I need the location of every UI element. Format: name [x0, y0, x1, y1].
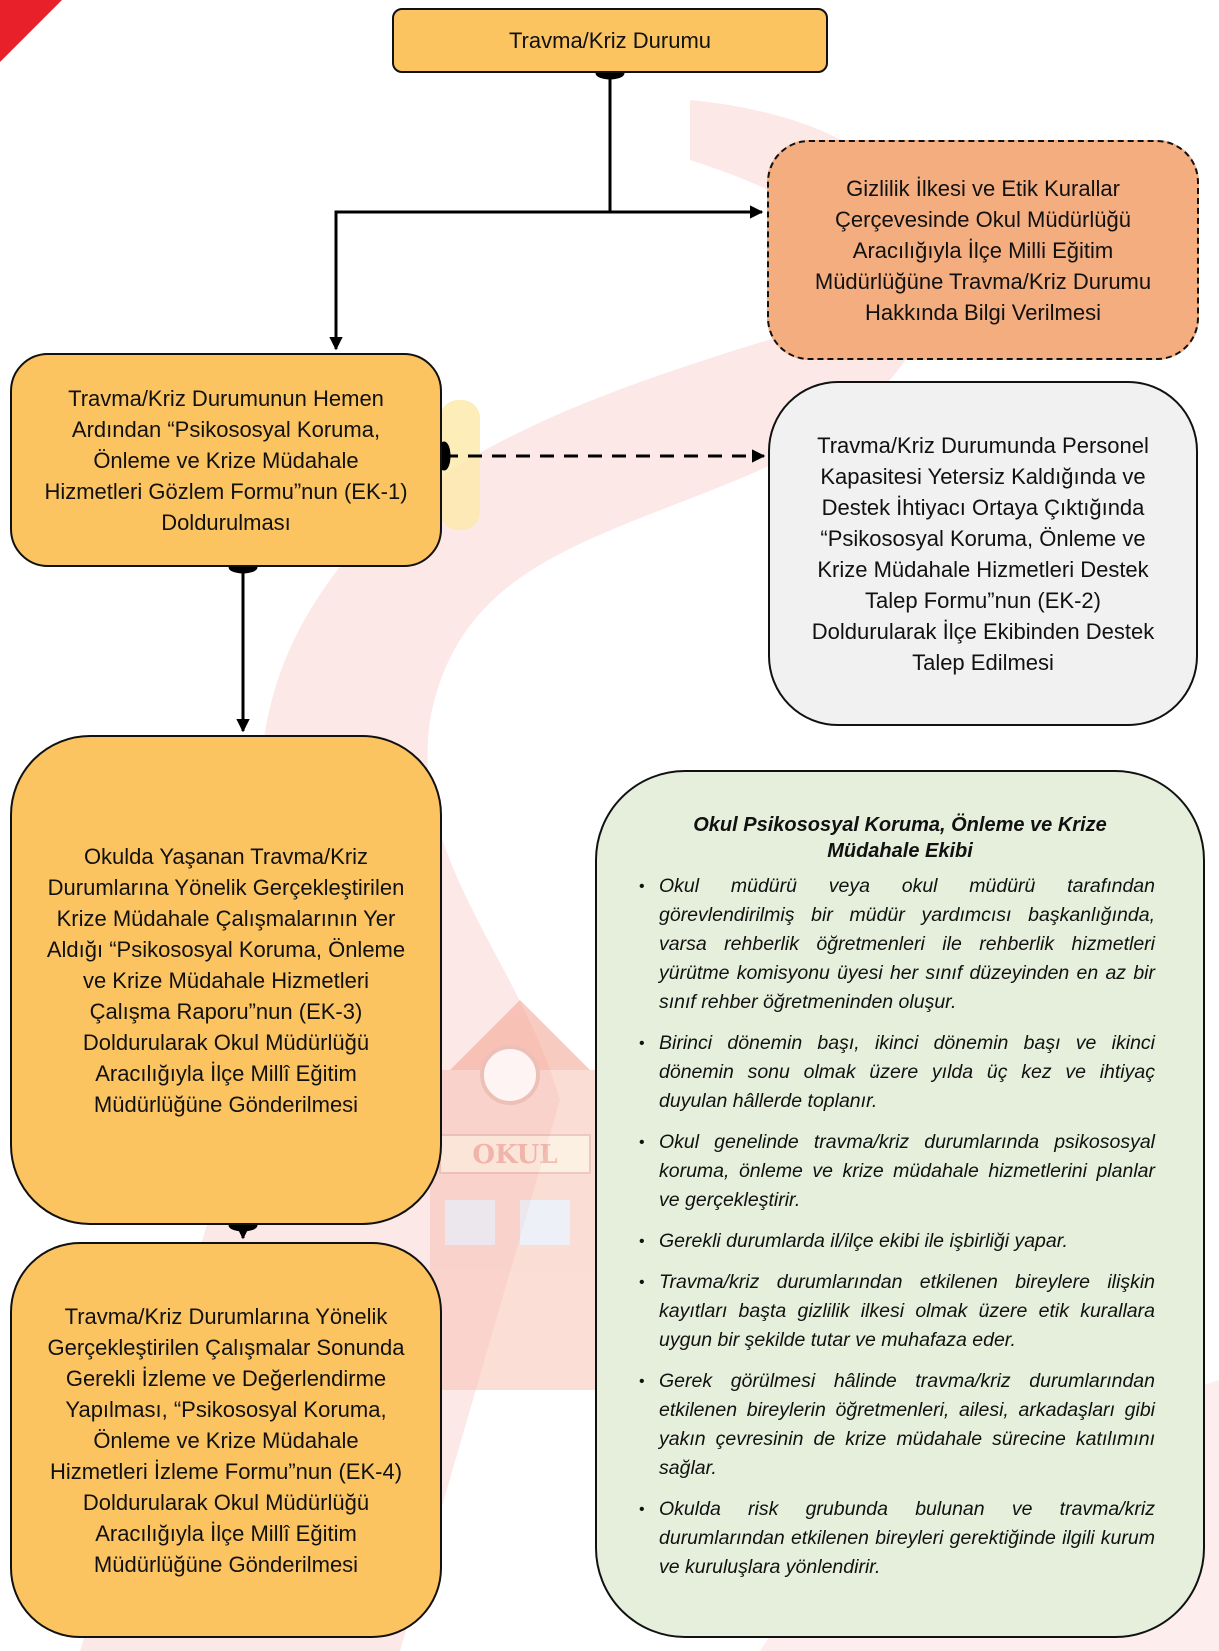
bullet-icon: •	[639, 878, 645, 895]
step-work-report: Okulda Yaşanan Travma/Kriz Durumlarına Y…	[10, 735, 442, 1225]
step-monitoring-form-text: Travma/Kriz Durumlarına Yönelik Gerçekle…	[47, 1303, 405, 1577]
step-support-request: Travma/Kriz Durumunda Personel Kapasites…	[768, 381, 1198, 726]
step-monitoring-form: Travma/Kriz Durumlarına Yönelik Gerçekle…	[10, 1242, 442, 1638]
bullet-icon: •	[639, 1134, 645, 1151]
step-notify-directorate-text: Gizlilik İlkesi ve Etik Kurallar Çerçeve…	[814, 175, 1152, 325]
person-figure	[440, 400, 480, 530]
list-item: • Travma/kriz durumlarından etkilenen bir…	[639, 1268, 1155, 1355]
step-work-report-text: Okulda Yaşanan Travma/Kriz Durumlarına Y…	[46, 843, 406, 1117]
list-item: • Birinci dönemin başı, ikinci dönemin ba…	[639, 1029, 1155, 1116]
list-item-text: Okul müdürü veya okul müdürü tarafından …	[659, 875, 1155, 1013]
step-observation-form-text: Travma/Kriz Durumunun Hemen Ardından “Ps…	[44, 385, 408, 535]
bullet-icon: •	[639, 1233, 645, 1250]
list-item: • Gerekli durumlarda il/ilçe ekibi ile iş…	[639, 1227, 1155, 1256]
list-item: • Okulda risk grubunda bulunan ve travma/…	[639, 1495, 1155, 1582]
list-item-text: Travma/kriz durumlarından etkilenen bire…	[659, 1271, 1155, 1351]
bullet-icon: •	[639, 1035, 645, 1052]
step-trauma-crisis: Travma/Kriz Durumu	[392, 8, 828, 73]
list-item-text: Gerek görülmesi hâlinde travma/kriz duru…	[659, 1370, 1155, 1479]
list-item-text: Gerekli durumlarda il/ilçe ekibi ile işb…	[659, 1230, 1068, 1252]
list-item-text: Okul genelinde travma/kriz durumlarında …	[659, 1131, 1155, 1211]
bullet-icon: •	[639, 1373, 645, 1390]
step-support-request-text: Travma/Kriz Durumunda Personel Kapasites…	[811, 432, 1155, 675]
bullet-icon: •	[639, 1501, 645, 1518]
list-item: • Okul genelinde travma/kriz durumlarında…	[639, 1128, 1155, 1215]
team-duties-list: • Okul müdürü veya okul müdürü tarafından…	[639, 872, 1155, 1582]
step-trauma-crisis-text: Travma/Kriz Durumu	[508, 28, 712, 53]
team-info-panel: Okul Psikososyal Koruma, Önleme ve Krize…	[595, 770, 1205, 1638]
team-title: Okul Psikososyal Koruma, Önleme ve Krize…	[693, 814, 1107, 862]
bullet-icon: •	[639, 1274, 645, 1291]
list-item-text: Birinci dönemin başı, ikinci dönemin baş…	[659, 1032, 1155, 1112]
list-item-text: Okulda risk grubunda bulunan ve travma/k…	[659, 1498, 1155, 1578]
step-notify-directorate: Gizlilik İlkesi ve Etik Kurallar Çerçeve…	[767, 140, 1199, 360]
step-observation-form: Travma/Kriz Durumunun Hemen Ardından “Ps…	[10, 353, 442, 567]
list-item: • Okul müdürü veya okul müdürü tarafından…	[639, 872, 1155, 1017]
school-building: OKUL	[430, 1000, 610, 1390]
corner-red-triangle	[0, 0, 62, 62]
list-item: • Gerek görülmesi hâlinde travma/kriz dur…	[639, 1367, 1155, 1483]
school-sign: OKUL	[472, 1140, 557, 1170]
connector-top-to-observe	[329, 73, 612, 351]
